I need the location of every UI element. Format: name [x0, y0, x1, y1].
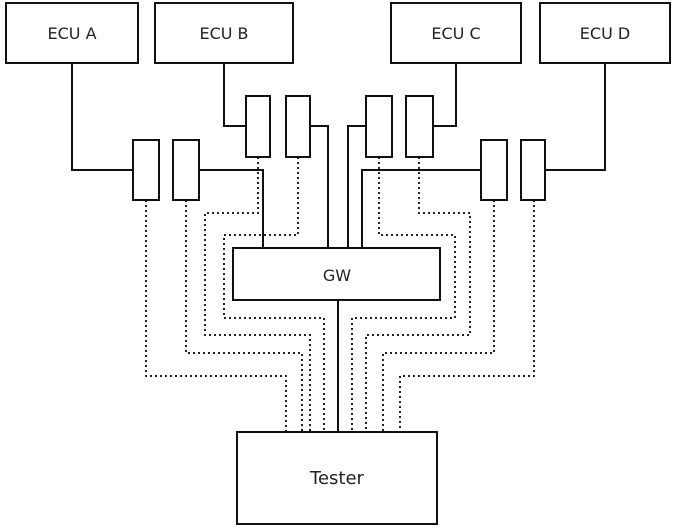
- dotted-wire-ecu-d-1: [382, 200, 495, 432]
- ecu-c-wire: [433, 63, 457, 127]
- ecu-c-node: ECU C: [390, 2, 522, 64]
- dotted-wire-ecu-d-2: [399, 200, 535, 443]
- ecu-c-gw-wire: [347, 125, 366, 248]
- ecu-a-label: ECU A: [47, 24, 96, 43]
- ecu-a-gw-wire: [199, 169, 264, 248]
- dotted-wire-ecu-c-1: [351, 157, 456, 443]
- connector-ecu-a-2: [172, 139, 200, 201]
- ecu-b-wire: [223, 63, 246, 127]
- tester-node: Tester: [236, 431, 438, 525]
- ecu-d-gw-wire: [361, 169, 481, 248]
- ecu-a-node: ECU A: [5, 2, 139, 64]
- ecu-b-node: ECU B: [154, 2, 294, 64]
- connector-ecu-d-1: [480, 139, 508, 201]
- connector-ecu-c-1: [365, 95, 393, 158]
- gateway-label: GW: [323, 266, 351, 285]
- ecu-d-node: ECU D: [539, 2, 671, 64]
- connector-ecu-a-1: [132, 139, 160, 201]
- dotted-wire-ecu-c-2: [365, 157, 471, 432]
- connector-ecu-b-2: [285, 95, 311, 158]
- tester-label: Tester: [309, 468, 365, 489]
- gateway-node: GW: [232, 247, 441, 301]
- ecu-d-label: ECU D: [580, 24, 630, 43]
- dotted-wire-ecu-b-2: [223, 157, 325, 443]
- dotted-wire-ecu-b-1: [204, 157, 311, 432]
- ecu-c-label: ECU C: [431, 24, 480, 43]
- ecu-b-gw-wire: [310, 125, 329, 248]
- dotted-wire-ecu-a-2: [185, 200, 303, 432]
- ecu-d-wire: [545, 63, 606, 171]
- connector-ecu-c-2: [405, 95, 434, 158]
- connector-ecu-b-1: [245, 95, 271, 158]
- ecu-b-label: ECU B: [199, 24, 248, 43]
- connector-ecu-d-2: [520, 139, 546, 201]
- ecu-a-wire: [71, 63, 133, 171]
- dotted-wire-ecu-a-1: [145, 200, 287, 443]
